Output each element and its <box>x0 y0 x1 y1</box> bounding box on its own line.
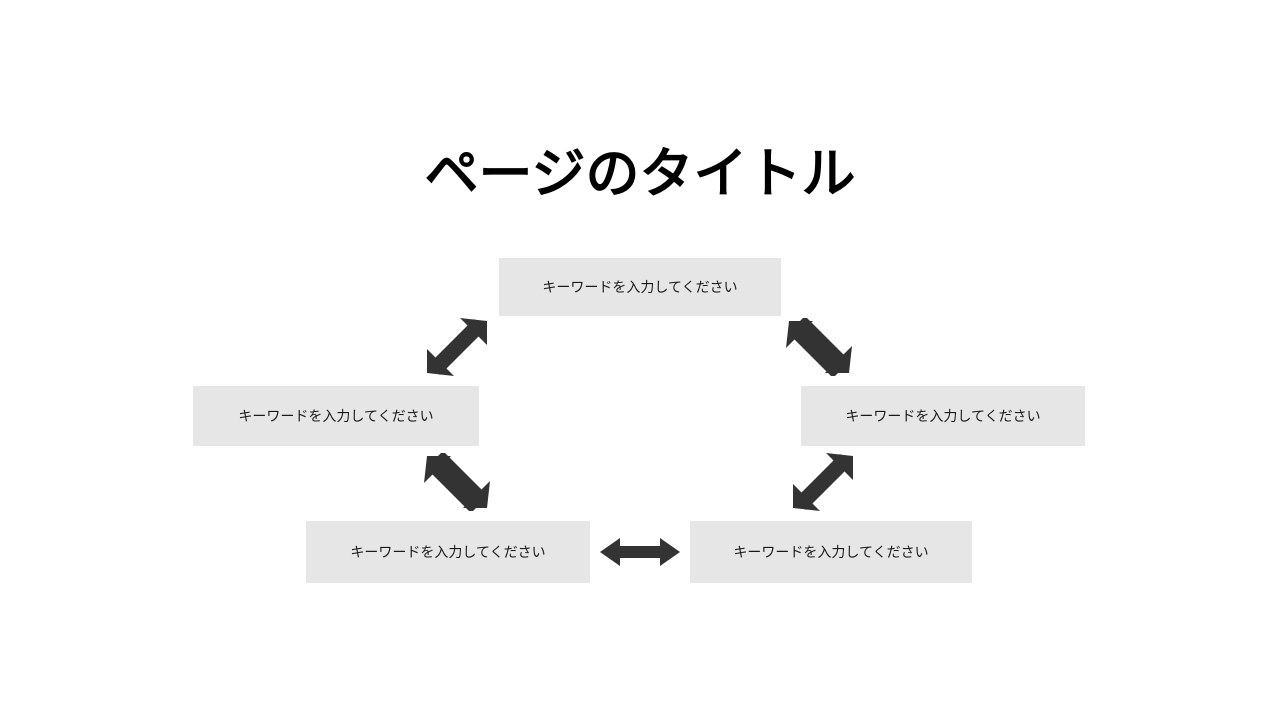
diagram-node-left[interactable]: キーワードを入力してください <box>193 386 479 446</box>
diagram-node-bottom-left[interactable]: キーワードを入力してください <box>306 521 590 583</box>
double-arrow-nw-se-icon <box>424 453 490 511</box>
double-arrow-nw-se-icon <box>786 318 852 376</box>
diagram-node-top[interactable]: キーワードを入力してください <box>499 258 781 316</box>
double-arrow-ne-sw-icon <box>790 453 856 511</box>
node-label: キーワードを入力してください <box>238 408 434 424</box>
node-label: キーワードを入力してください <box>733 544 929 560</box>
page-title: ページのタイトル <box>424 144 856 204</box>
diagram-node-right[interactable]: キーワードを入力してください <box>801 386 1085 446</box>
node-label: キーワードを入力してください <box>350 544 546 560</box>
double-arrow-ne-sw-icon <box>424 318 490 376</box>
diagram-node-bottom-right[interactable]: キーワードを入力してください <box>690 521 972 583</box>
node-label: キーワードを入力してください <box>845 408 1041 424</box>
node-label: キーワードを入力してください <box>542 279 738 295</box>
double-arrow-horizontal-icon <box>600 534 680 570</box>
